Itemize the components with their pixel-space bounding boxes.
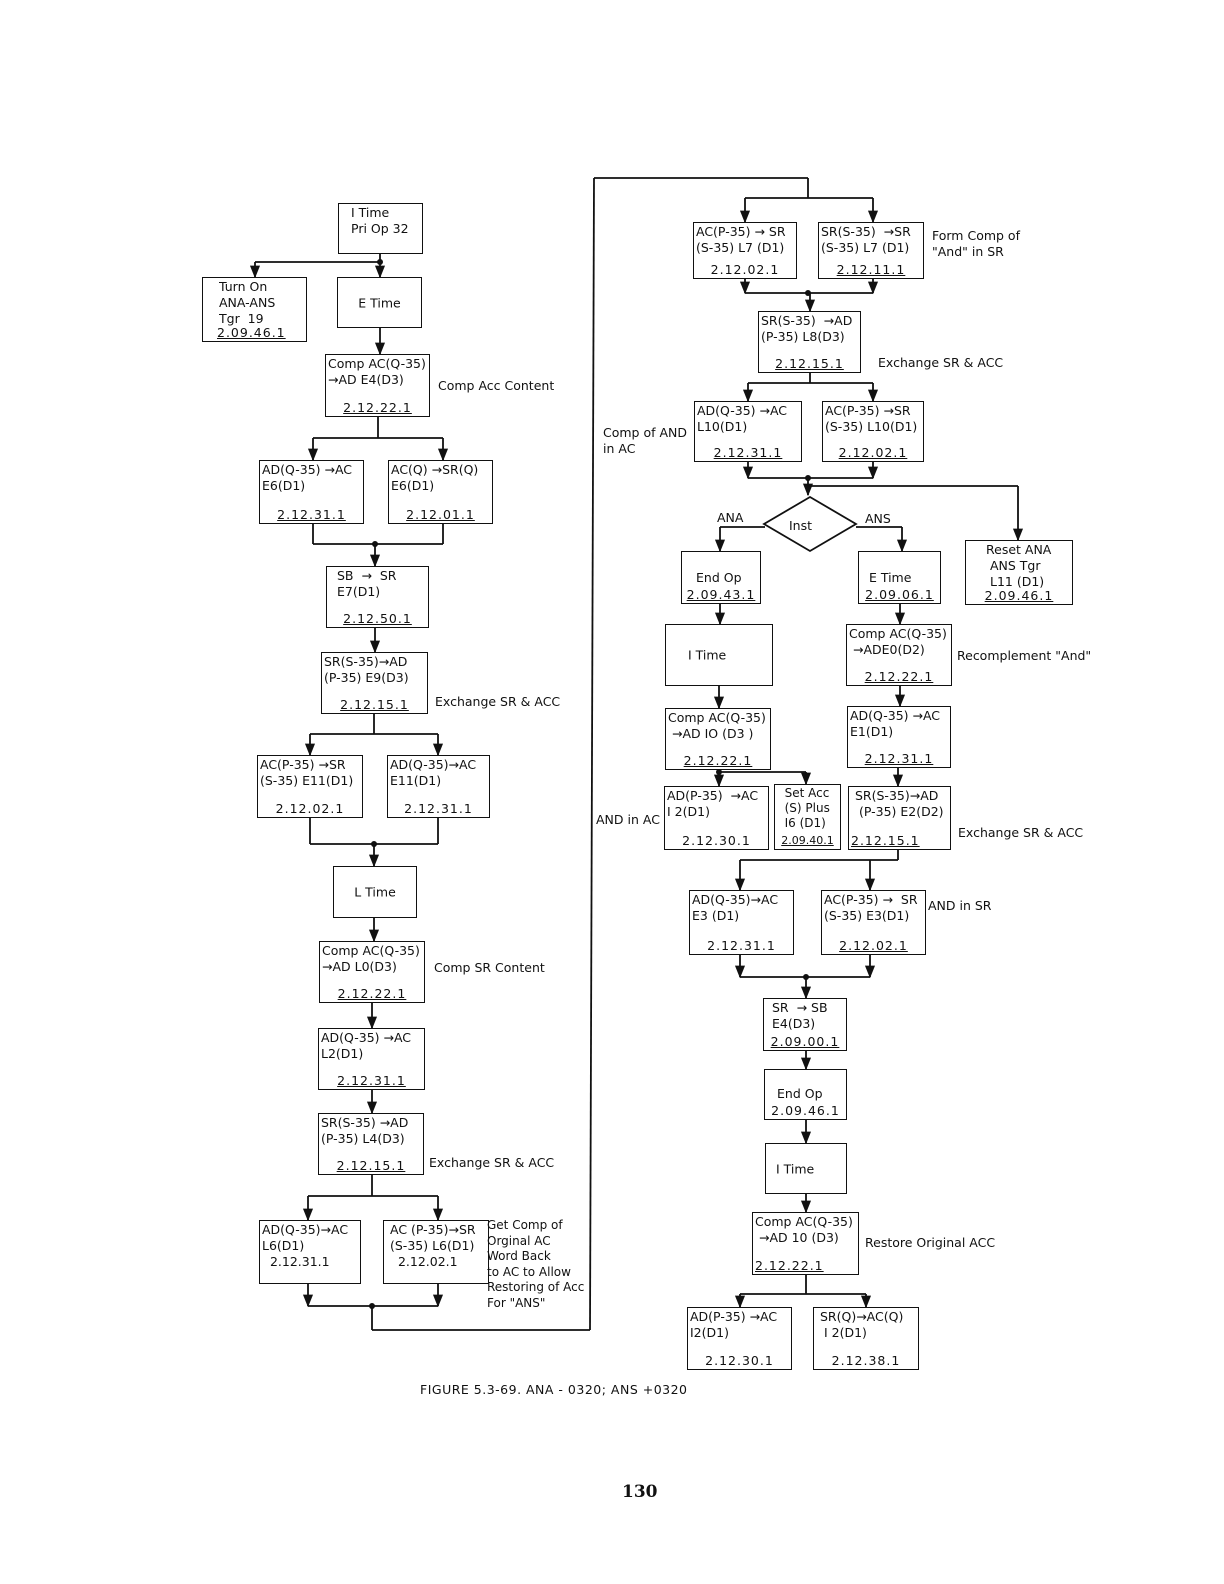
sb-sr-e7-box: SB → SR E7(D1) 2.12.50.1 [326, 566, 429, 628]
comp-of-and-label: Comp of AND in AC [603, 425, 688, 456]
sr-ac-i2-box: SR(Q)→AC(Q) I 2(D1) 2.12.38.1 [813, 1307, 919, 1370]
ad-e3-box: AD(Q-35)→AC E3 (D1) 2.12.31.1 [689, 890, 794, 955]
inst-decision-diamond [762, 495, 858, 553]
ans-branch-label: ANS [865, 511, 891, 526]
form-comp-label: Form Comp of "And" in SR [932, 228, 1020, 259]
comp-ac-io-box: Comp AC(Q-35) →AD IO (D3 ) 2.12.22.1 [665, 708, 771, 770]
ad-l6-box: AD(Q-35)→AC L6(D1) 2.12.31.1 [259, 1220, 361, 1284]
comp-ac-ade0-box: Comp AC(Q-35) →ADE0(D2) 2.12.22.1 [846, 624, 952, 686]
ac-sr-e11-box: AC(P-35) →SR (S-35) E11(D1) 2.12.02.1 [257, 755, 363, 818]
ac-sr-l10-box: AC(P-35) →SR (S-35) L10(D1) 2.12.02.1 [822, 401, 924, 462]
recomplement-label: Recomplement "And" [957, 648, 1092, 663]
ad-e1-box: AD(Q-35) →AC E1(D1) 2.12.31.1 [847, 706, 951, 768]
i-time-pri-op-box: I Time Pri Op 32 [338, 203, 423, 254]
ad-e6-box: AD(Q-35) →AC E6(D1) 2.12.31.1 [259, 460, 364, 524]
restore-acc-label: Restore Original ACC [865, 1235, 996, 1250]
sr-ad-l8-box: SR(S-35) →AD (P-35) L8(D3) 2.12.15.1 [758, 311, 861, 373]
sr-sb-e4-box: SR → SB E4(D3) 2.09.00.1 [763, 998, 847, 1051]
comp-ac-e4-box: Comp AC(Q-35) →AD E4(D3) 2.12.22.1 [325, 354, 430, 417]
comp-ac-l0-box: Comp AC(Q-35) →AD L0(D3) 2.12.22.1 [319, 941, 425, 1003]
and-in-sr-label: AND in SR [928, 898, 992, 913]
end-op-ana-box: End Op 2.09.43.1 [681, 551, 761, 604]
exchange-sr-acc-label-3: Exchange SR & ACC [878, 355, 1004, 370]
ad-i2-box: AD(P-35) →AC I 2(D1) 2.12.30.1 [664, 786, 769, 850]
ac-sr-e6-box: AC(Q) →SR(Q) E6(D1) 2.12.01.1 [388, 460, 493, 524]
sr-ad-e2-box: SR(S-35)→AD (P-35) E2(D2) 2.12.15.1 [848, 786, 951, 850]
comp-acc-content-label: Comp Acc Content [438, 378, 555, 393]
turn-on-ana-ans-box: Turn On ANA-ANS Tgr 19 2.09.46.1 [202, 277, 307, 342]
ad-i2-final-box: AD(P-35) →AC I2(D1) 2.12.30.1 [687, 1307, 792, 1370]
reset-ana-ans-box: Reset ANA ANS Tgr L11 (D1) 2.09.46.1 [965, 540, 1073, 605]
figure-caption: FIGURE 5.3-69. ANA - 0320; ANS +0320 [420, 1382, 688, 1397]
ac-sr-l7-box: AC(P-35) → SR (S-35) L7 (D1) 2.12.02.1 [693, 222, 797, 279]
sr-ad-l4-box: SR(S-35) →AD (P-35) L4(D3) 2.12.15.1 [318, 1113, 424, 1175]
ad-l10-box: AD(Q-35) →AC L10(D1) 2.12.31.1 [694, 401, 802, 462]
sr-sr-l7-box: SR(S-35) →SR (S-35) L7 (D1) 2.12.11.1 [818, 222, 924, 279]
exchange-sr-acc-label-4: Exchange SR & ACC [958, 825, 1084, 840]
sr-ad-e9-box: SR(S-35)→AD (P-35) E9(D3) 2.12.15.1 [321, 652, 428, 714]
e-time-ans-box: E Time 2.09.06.1 [858, 551, 941, 604]
inst-decision-label: Inst [789, 518, 813, 533]
and-in-ac-label: AND in AC [596, 812, 660, 827]
comp-ac-10-box: Comp AC(Q-35) →AD 10 (D3) 2.12.22.1 [752, 1212, 859, 1275]
comp-sr-content-label: Comp SR Content [434, 960, 545, 975]
l-time-box: L Time [333, 866, 417, 918]
get-comp-note: Get Comp of Orginal AC Word Back to AC t… [487, 1218, 585, 1310]
e-time-box: E Time [337, 277, 422, 328]
exchange-sr-acc-label-2: Exchange SR & ACC [429, 1155, 555, 1170]
set-acc-box: Set Acc (S) Plus I6 (D1) 2.09.40.1 [774, 784, 841, 850]
i-time-final-box: I Time [765, 1143, 847, 1194]
ac-sr-e3-box: AC(P-35) → SR (S-35) E3(D1) 2.12.02.1 [821, 890, 926, 955]
exchange-sr-acc-label-1: Exchange SR & ACC [435, 694, 561, 709]
ac-sr-l6-box: AC (P-35)→SR (S-35) L6(D1) 2.12.02.1 [383, 1220, 489, 1284]
ad-e11-box: AD(Q-35)→AC E11(D1) 2.12.31.1 [387, 755, 490, 818]
i-time-box: I Time [665, 624, 773, 686]
ana-branch-label: ANA [717, 510, 744, 525]
page-number: 130 [622, 1482, 658, 1502]
ad-l2-box: AD(Q-35) →AC L2(D1) 2.12.31.1 [318, 1028, 425, 1090]
end-op-box: End Op 2.09.46.1 [764, 1069, 847, 1120]
